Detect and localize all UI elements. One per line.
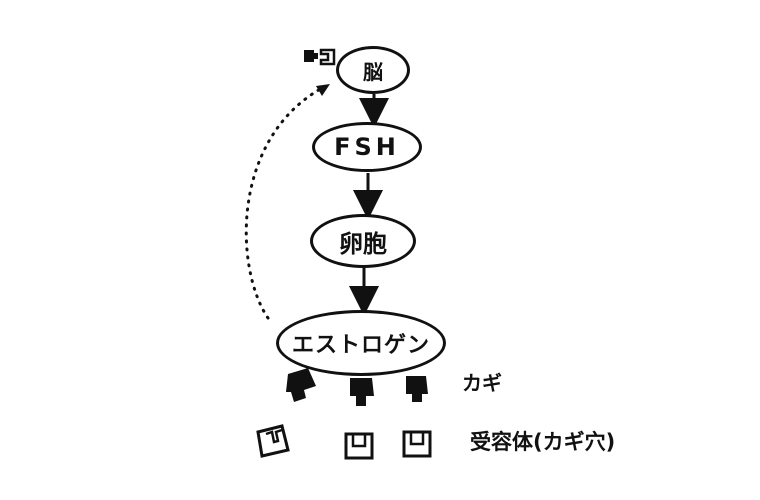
keyhole-icon [402, 430, 432, 458]
key-icon [350, 378, 374, 406]
node-brain-label: 脳 [363, 59, 383, 84]
feedback-arrowhead [316, 84, 330, 96]
key-icon [406, 376, 428, 402]
node-estrogen-label: エストロゲン [291, 333, 430, 358]
node-fsh: FSH [312, 122, 422, 172]
node-brain: 脳 [336, 46, 410, 94]
node-estrogen: エストロゲン [276, 310, 446, 376]
node-ovary-label: 卵胞 [339, 229, 387, 258]
key-label: カギ [462, 371, 502, 395]
keyhole-icon [256, 424, 290, 458]
key-icon [286, 368, 316, 402]
receptor-label: 受容体(カギ穴) [470, 430, 616, 454]
node-fsh-label: FSH [334, 133, 400, 161]
feedback-arrow [244, 86, 324, 320]
keyhole-icon [344, 432, 374, 460]
top-key-icon [304, 50, 318, 62]
node-ovary: 卵胞 [310, 214, 416, 268]
top-lock-icon [319, 48, 336, 66]
